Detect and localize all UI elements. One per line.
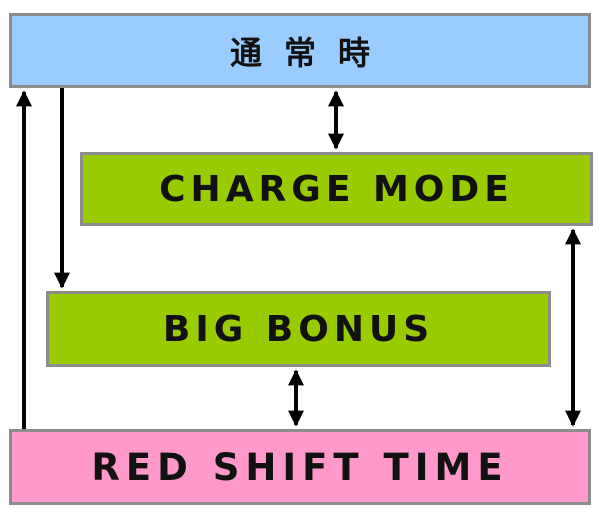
big-bonus-box: BIG BONUS (46, 291, 551, 367)
charge-mode-box: CHARGE MODE (80, 152, 593, 226)
red-shift-time-box: RED SHIFT TIME (9, 429, 591, 505)
normal-state-box: 通常時 (9, 13, 591, 88)
